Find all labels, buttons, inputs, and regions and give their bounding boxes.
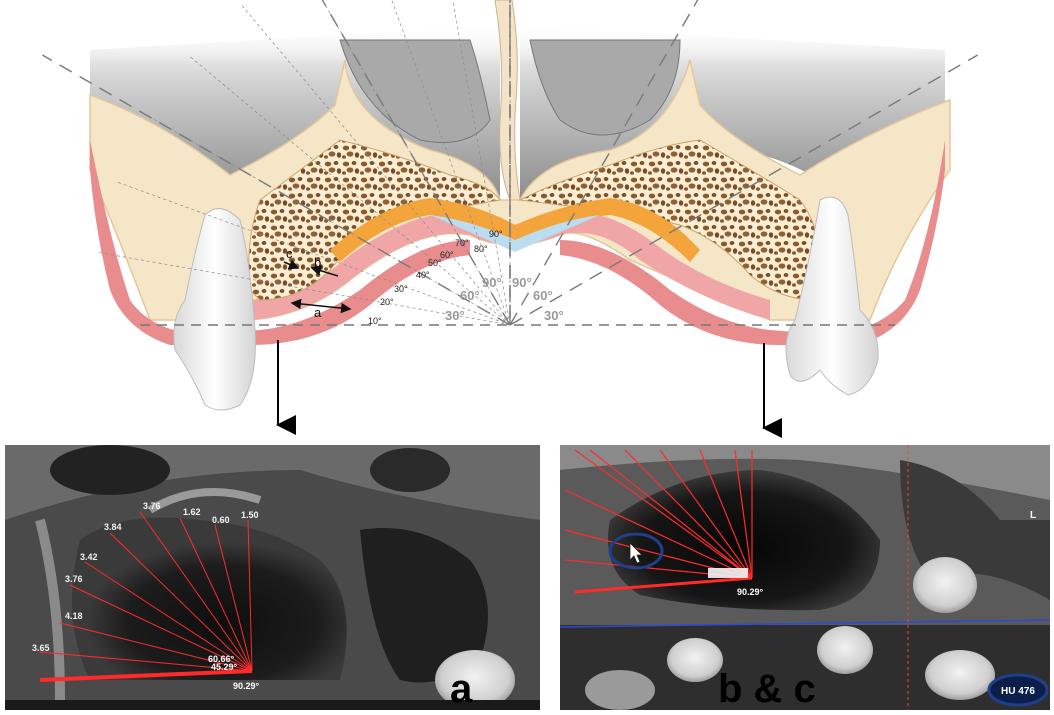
mouse-cursor-icon (629, 542, 643, 564)
ct-panel-a (5, 445, 540, 710)
anatomical-diagram: 10° 20° 30° 40° 50° 60° 70° 80° 90° 30° … (41, 0, 990, 438)
ct-bc-ray (589, 449, 753, 579)
angle-label-30: 30° (394, 284, 408, 294)
ct-a-value-2: 4.18 (65, 611, 83, 621)
angle-label-80: 80° (474, 244, 488, 254)
ct-a-ray (139, 511, 253, 672)
ct-bc-angle-reading: 90.29° (737, 587, 764, 597)
gingiva-right (560, 140, 945, 345)
ct-bc-blue-guideline (560, 619, 1050, 628)
left-nasal-turbinate (339, 39, 491, 143)
measure-a-label: a (314, 305, 322, 320)
sinus-membrane (430, 215, 600, 252)
ct-a-value-9: 1.50 (241, 510, 259, 520)
ct-a-overlap-1: 60.66° (208, 654, 235, 664)
angle-label-90: 90° (489, 229, 503, 239)
ct-a-angle-reading: 90.29° (233, 681, 260, 691)
large-angle-right-60: 60° (533, 288, 553, 303)
measure-c-label: c (286, 246, 293, 261)
ct-a-value-6: 3.76 (143, 501, 161, 511)
fine-ray (96, 251, 511, 326)
ct-bc-base-ray (574, 576, 753, 594)
bone-graft-layer (330, 198, 700, 262)
ct-a-value-4: 3.42 (80, 552, 98, 562)
large-angle-right-30: 30° (544, 308, 564, 323)
coarse-ray (509, 54, 979, 326)
measure-c-arrow (283, 259, 300, 270)
coarse-angle-rays (41, 0, 979, 326)
ct-a-value-1: 3.65 (32, 643, 50, 653)
angle-label-20: 20° (380, 297, 394, 307)
fine-ray (115, 181, 511, 326)
gingiva-left (90, 140, 470, 345)
panel-bc-label: b & c (718, 667, 816, 711)
ct-bc-corner-letter: L (1030, 510, 1036, 521)
right-tooth (785, 196, 879, 396)
large-angle-right-90: 90° (512, 275, 532, 290)
fine-ray (188, 54, 511, 326)
ct-measure-rays-bc (564, 449, 753, 594)
ct-panel-bc (560, 445, 1050, 710)
ct-a-value-8: 0.60 (212, 515, 230, 525)
measure-b-label: b (314, 255, 321, 270)
ct-bc-ray (734, 449, 753, 579)
hu-badge-ring (987, 673, 1049, 707)
coarse-ray (41, 54, 511, 326)
ct-a-value-7: 1.62 (183, 507, 201, 517)
ct-a-ray (39, 651, 253, 672)
panel-a-label: a (450, 667, 473, 711)
ct-bc-ray (659, 449, 753, 579)
measure-b-arrow (310, 265, 339, 277)
left-tooth (173, 208, 256, 411)
large-angle-left-60: 60° (460, 288, 480, 303)
angle-label-40: 40° (416, 270, 430, 280)
ct-bc-ray (564, 489, 753, 579)
ct-panel-bc-labels: 90.29° L HU 476 b & c (608, 510, 1049, 711)
angle-label-60: 60° (440, 250, 454, 260)
ct-panel-a-labels: 3.65 4.18 3.76 3.42 3.84 3.76 1.62 0.60 … (32, 501, 473, 711)
ct-a-ray (84, 561, 253, 672)
soft-tissue-ridge (240, 212, 770, 320)
ct-a-ray (247, 519, 253, 672)
ct-bc-ray (699, 449, 753, 579)
hu-badge-text: HU 476 (1001, 686, 1035, 697)
large-angle-left-90: 90° (482, 275, 502, 290)
angle-label-10: 10° (368, 316, 382, 326)
cursor-highlight-ring (608, 532, 664, 570)
large-angle-left-30: 30° (445, 308, 465, 323)
ct-a-value-3: 3.76 (65, 574, 83, 584)
ct-bc-ray (624, 449, 753, 579)
ct-a-ray (69, 584, 253, 672)
ct-a-base-ray (39, 669, 253, 682)
ct-a-ray (179, 517, 253, 672)
ct-measure-rays-a (39, 511, 253, 682)
angle-label-70: 70° (455, 238, 469, 248)
ct-a-ray (59, 622, 253, 672)
ct-a-ray (109, 532, 253, 672)
ct-a-ray (214, 524, 253, 672)
fine-ray (452, 0, 511, 326)
angle-label-50: 50° (428, 258, 442, 268)
right-nasal-turbinate (529, 39, 681, 136)
ct-bc-ray (574, 449, 753, 579)
ct-a-value-5: 3.84 (104, 522, 122, 532)
measure-a-arrow (290, 298, 352, 314)
fine-ray (239, 3, 511, 326)
ct-a-overlap-2: 45.29° (211, 662, 238, 672)
